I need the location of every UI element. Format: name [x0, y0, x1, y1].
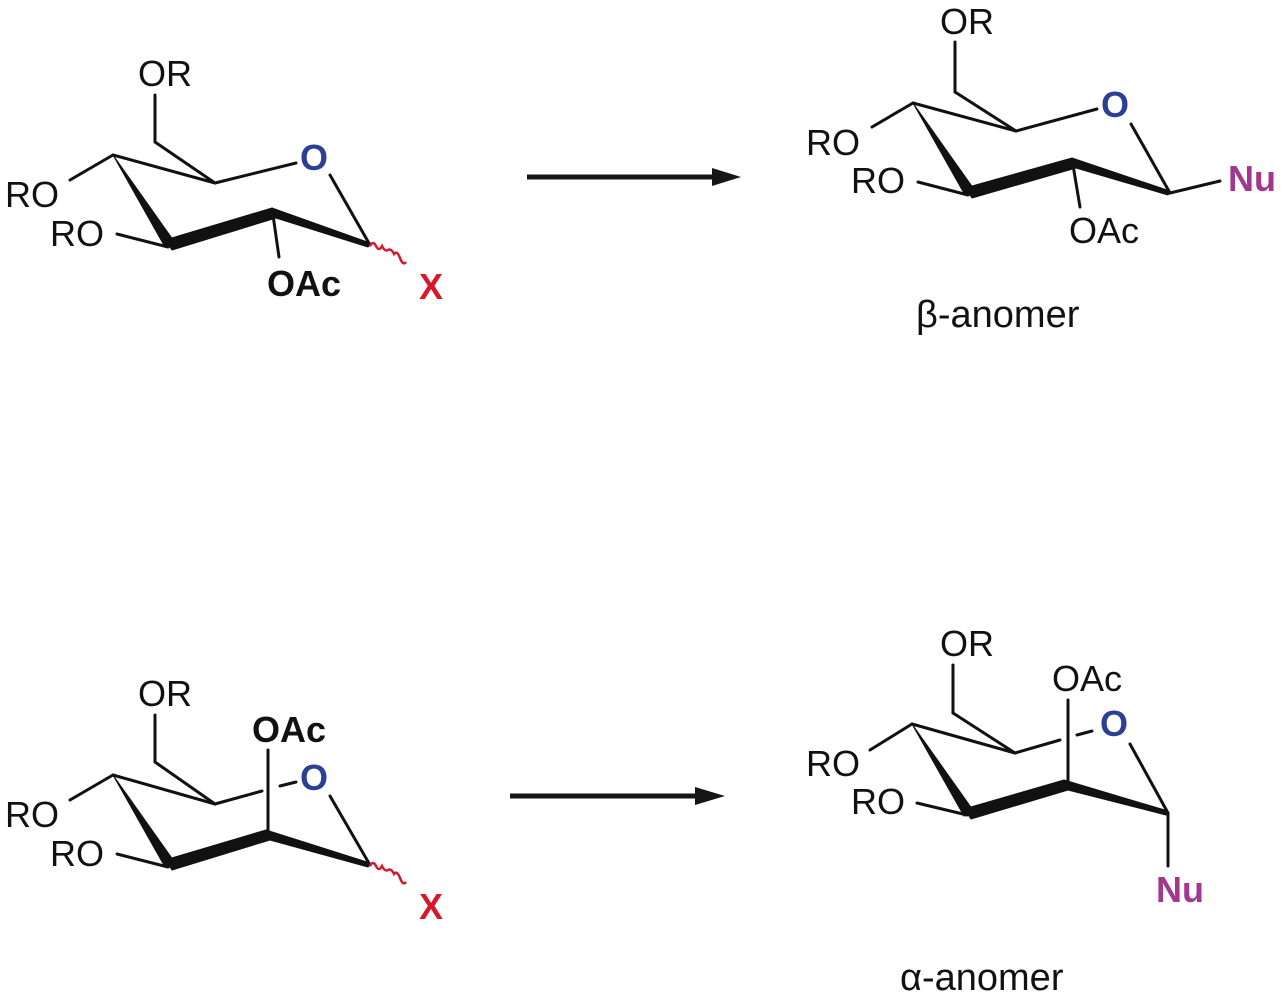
- ring-oxygen: O: [1101, 84, 1129, 125]
- label-c4-ro: RO: [5, 174, 59, 215]
- wedge-c3-c2: [164, 207, 277, 251]
- ring-oxygen: O: [300, 757, 328, 798]
- bond-c3-o: [916, 180, 970, 197]
- bond-c4-o: [68, 153, 115, 182]
- wedge-c3-c2: [964, 157, 1077, 199]
- nucleophile-nu: Nu: [1228, 158, 1276, 199]
- bond-c3-o: [115, 852, 170, 869]
- bond-c5-o5-front: [1075, 729, 1094, 737]
- bond-c5-o5: [213, 161, 298, 185]
- alpha-product: OR RO RO OAc O Nu α-anomer: [806, 623, 1204, 999]
- bond-c4-o: [870, 101, 915, 129]
- beta-product: OR RO RO OAc O Nu β-anomer: [806, 1, 1276, 336]
- bond-o5-c1: [328, 173, 372, 247]
- label-c3-ro: RO: [851, 160, 905, 201]
- arrow-head-icon: [695, 787, 725, 805]
- wedge-c2-c1: [265, 829, 371, 868]
- wedge-c3-c2: [164, 829, 271, 871]
- bond-c4-c5: [911, 101, 1018, 133]
- label-c2-oac: OAc: [267, 263, 341, 304]
- ring-oxygen: O: [300, 137, 328, 178]
- bond-c5-c6: [153, 760, 217, 806]
- bond-c3-o: [915, 801, 969, 817]
- label-c2-oac: OAc: [1052, 658, 1122, 699]
- wavy-bond-c1-x: [368, 241, 407, 265]
- top-reaction-arrow: [527, 168, 741, 186]
- bond-c4-c5: [111, 773, 217, 806]
- leaving-group-x: X: [419, 886, 443, 927]
- leaving-group-x: X: [419, 266, 443, 307]
- bond-c5-o5-front: [278, 780, 298, 788]
- bond-c4-o: [868, 722, 914, 752]
- bottom-reaction-arrow: [510, 787, 725, 805]
- nucleophile-nu: Nu: [1156, 869, 1204, 910]
- bond-o5-c1: [328, 794, 372, 867]
- label-c3-ro: RO: [851, 781, 905, 822]
- bond-c1-nu: [1168, 179, 1222, 195]
- label-c2-oac: OAc: [252, 709, 326, 750]
- bond-c4-c5: [910, 722, 1017, 755]
- bond-o5-c1: [1129, 122, 1172, 195]
- label-c4-ro: RO: [806, 122, 860, 163]
- label-c4-ro: RO: [806, 743, 860, 784]
- bond-c5-o5: [1014, 107, 1099, 133]
- wedge-c2-c1: [271, 207, 371, 248]
- bond-o5-c1: [1128, 742, 1170, 815]
- label-c4-ro: RO: [5, 794, 59, 835]
- label-c6-or: OR: [138, 673, 192, 714]
- bond-c4-o: [68, 773, 115, 802]
- wedge-c2-c1: [1071, 157, 1171, 196]
- label-c3-ro: RO: [50, 833, 104, 874]
- bottom-reactant: OR RO RO OAc O X: [5, 673, 443, 927]
- wedge-c3-c2: [963, 779, 1069, 820]
- bond-c2-o: [1071, 163, 1082, 209]
- ring-oxygen: O: [1100, 703, 1128, 744]
- bond-c4-c5: [111, 153, 217, 185]
- bond-c5-c6: [953, 90, 1018, 133]
- label-c6-or: OR: [940, 1, 994, 42]
- bond-c5-c6: [951, 711, 1017, 755]
- wavy-bond-c1-x: [368, 861, 407, 885]
- wedge-c2-c1: [1063, 779, 1169, 816]
- bond-c3-o: [115, 232, 170, 249]
- alpha-anomer-caption: α-anomer: [900, 957, 1064, 999]
- beta-anomer-caption: β-anomer: [916, 294, 1080, 336]
- bond-c5-o5-back: [1013, 738, 1062, 755]
- bond-c5-c6: [153, 140, 217, 185]
- bond-c5-o5-back: [213, 789, 264, 806]
- bond-c2-o: [271, 213, 281, 259]
- label-c6-or: OR: [940, 623, 994, 664]
- arrow-head-icon: [712, 168, 741, 186]
- top-reactant: OR RO RO OAc O X: [5, 53, 443, 307]
- label-c3-ro: RO: [50, 213, 104, 254]
- label-c2-oac: OAc: [1069, 210, 1139, 251]
- label-c6-or: OR: [138, 53, 192, 94]
